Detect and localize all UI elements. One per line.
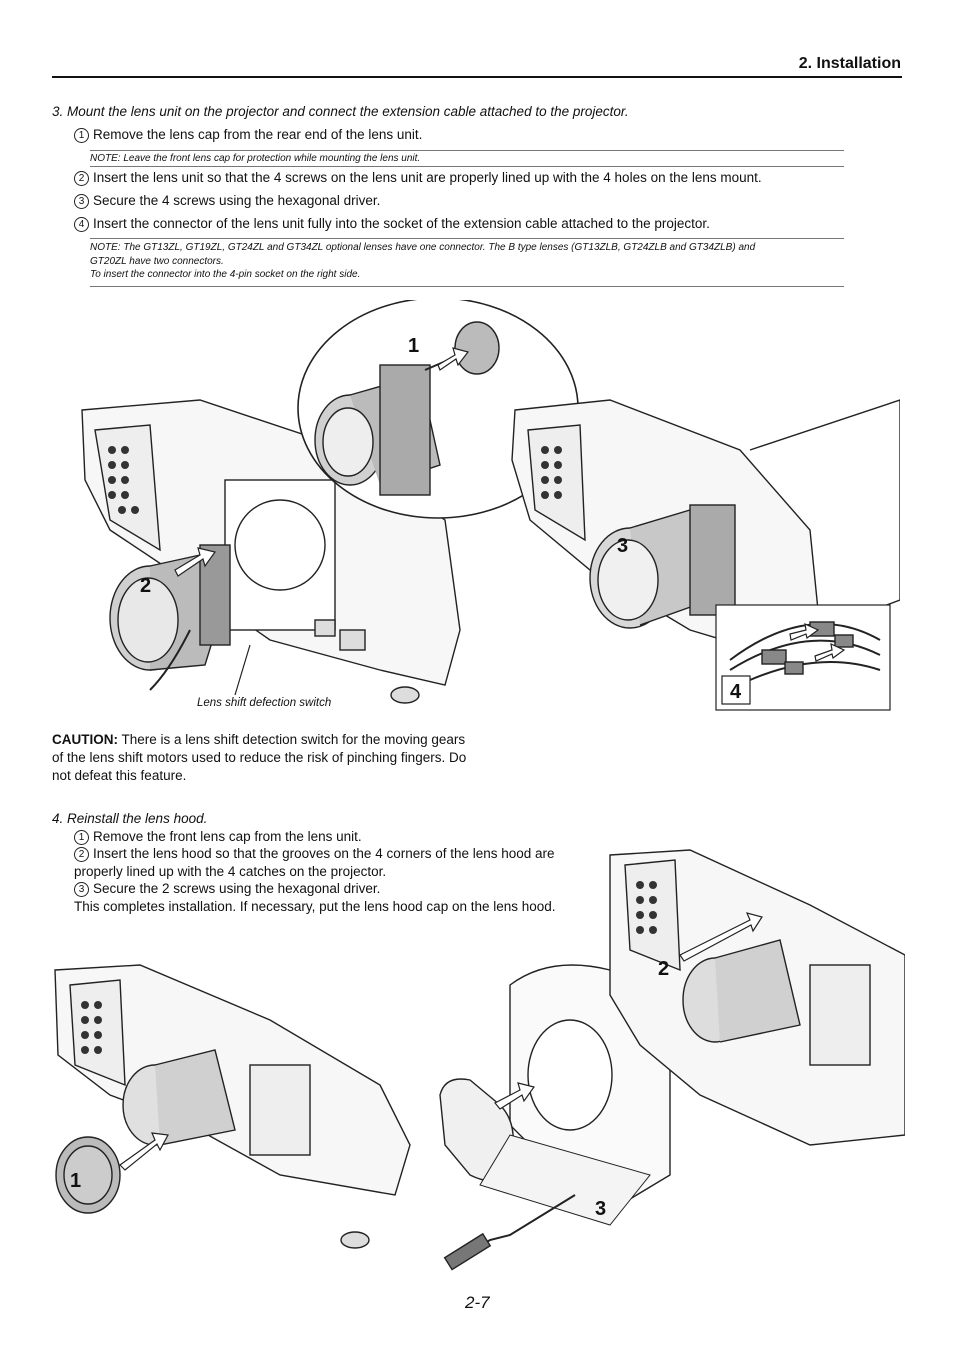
caution-block: CAUTION: There is a lens shift detection… [52, 731, 472, 785]
step4-item-3-text: Secure the 2 screws using the hexagonal … [93, 881, 381, 896]
lens-mount-illustration: 1 2 3 4 [81, 300, 900, 711]
lens-hood-illustration: 1 2 3 [54, 849, 905, 1271]
page-number: 2-7 [465, 1293, 490, 1312]
step3-item-2-text: Insert the lens unit so that the 4 screw… [93, 170, 762, 185]
note-2-line-2: GT20ZL have two connectors. [90, 255, 224, 267]
step4-item-2-text: Insert the lens hood so that the grooves… [74, 846, 555, 879]
step-number-badge: 2 [74, 171, 89, 186]
step-number-badge: 3 [74, 882, 89, 897]
step4-closing: This completes installation. If necessar… [74, 898, 556, 914]
step-number-badge: 2 [74, 847, 89, 862]
step3-item-4: 4 Insert the connector of the lens unit f… [74, 216, 710, 232]
figure1-caption: Lens shift defection switch [197, 697, 332, 709]
note-1: NOTE: Leave the front lens cap for prote… [90, 153, 421, 164]
section-title: 2. Installation [798, 55, 901, 72]
note-2-line-1: NOTE: The GT13ZL, GT19ZL, GT24ZL and GT3… [90, 242, 756, 253]
step4-item-3: 3 Secure the 2 screws using the hexagonal… [52, 880, 572, 898]
note-rule [90, 238, 844, 239]
note-2-line-3: To insert the connector into the 4-pin s… [90, 269, 361, 280]
step-number-badge: 1 [74, 829, 89, 845]
step3-item-3: 3 Secure the 4 screws using the hexagonal… [74, 193, 380, 209]
step3-item-1: 1 Remove the lens cap from the rear end o… [74, 127, 422, 143]
note-rule [90, 166, 844, 167]
note-rule [90, 286, 844, 287]
step-number-badge: 4 [74, 217, 89, 232]
caution-text: There is a lens shift detection switch f… [52, 732, 467, 783]
step4-title: 4. Reinstall the lens hood. [52, 811, 208, 826]
callout-4: 4 [730, 681, 742, 703]
step3-item-3-text: Secure the 4 screws using the hexagonal … [93, 193, 381, 208]
callout-1: 1 [70, 1170, 81, 1192]
note-rule [90, 150, 844, 151]
step3-item-1-text: Remove the lens cap from the rear end of… [93, 127, 423, 142]
callout-2: 2 [658, 958, 669, 980]
note-2: NOTE: The GT13ZL, GT19ZL, GT24ZL and GT3… [90, 241, 844, 282]
callout-3: 3 [617, 535, 628, 557]
step-number-badge: 3 [74, 194, 89, 209]
caution-label: CAUTION: [52, 732, 118, 747]
step3-item-2: 2 Insert the lens unit so that the 4 scre… [74, 170, 762, 186]
header-rule [52, 76, 902, 78]
step-number-badge: 1 [74, 128, 89, 143]
step3-item-4-text: Insert the connector of the lens unit fu… [93, 216, 710, 231]
step3-title: 3. Mount the lens unit on the projector … [52, 104, 629, 119]
callout-2: 2 [140, 575, 151, 597]
callout-3: 3 [595, 1198, 606, 1220]
step4-item-1-text: Remove the front lens cap from the lens … [93, 828, 362, 844]
callout-1: 1 [408, 335, 419, 357]
